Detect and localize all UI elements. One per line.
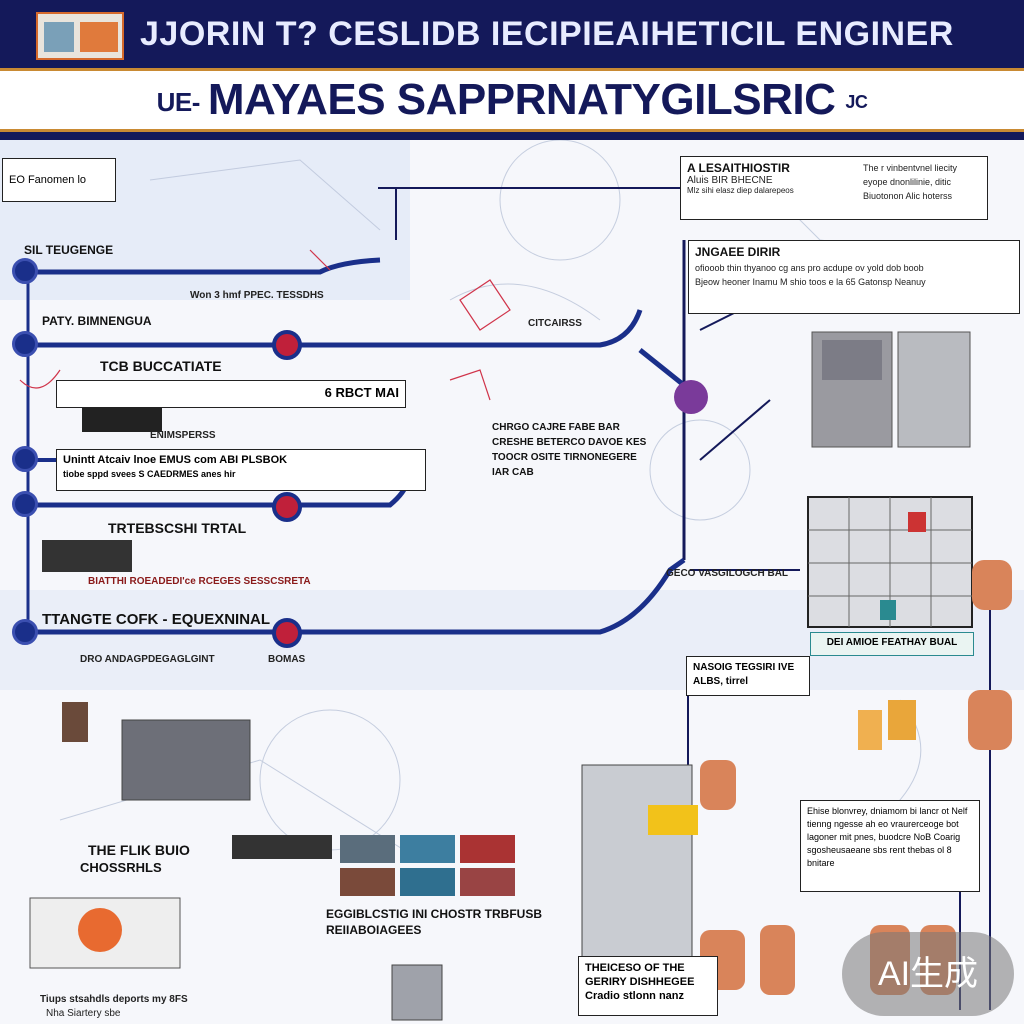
main-banner bbox=[0, 68, 1024, 132]
ai-generated-badge: AI生成 bbox=[842, 932, 1014, 1016]
right-tag: NASOIG TEGSIRI IVE ALBS, tirrel bbox=[686, 656, 810, 696]
mid-label-1: 6 RBCT MAI bbox=[324, 385, 399, 400]
mid-right-label: GECO VASGILOGCH BAL bbox=[666, 568, 789, 579]
lane-4-midpoint[interactable] bbox=[272, 492, 302, 522]
lane-2-node[interactable] bbox=[12, 331, 38, 357]
top-right-heading: A LESAITHIOSTIR bbox=[687, 161, 790, 175]
lane-5-node[interactable] bbox=[12, 619, 38, 645]
main-title: UE-MAYAES SAPPRNATYGILSRIC JC bbox=[0, 70, 1024, 130]
top-right-line-1: Aluis BIR BHECNE bbox=[687, 175, 773, 186]
mid-label-box: 6 RBCT MAI bbox=[56, 380, 406, 408]
lane-2-midpoint[interactable] bbox=[272, 330, 302, 360]
footer-left-2: Nha Siartery sbe bbox=[46, 1008, 121, 1019]
main-title-prefix: UE- bbox=[156, 87, 201, 118]
flask-callout: Ehise blonvrey, dniamom bi lancr ot Nelf… bbox=[800, 800, 980, 892]
top-right-callout: A LESAITHIOSTIR Aluis BIR BHECNE Mlz sih… bbox=[680, 156, 988, 220]
lane-5-caption: DRO ANDAGPDEGAGLGINT bbox=[80, 654, 215, 665]
lane-3-node[interactable] bbox=[12, 446, 38, 472]
logo-icon bbox=[36, 12, 124, 60]
mid-label-2: ENIMSPERSS bbox=[150, 430, 216, 441]
lane-2-end-label: CITCAIRSS bbox=[528, 318, 582, 329]
engineering-callout: JNGAEE DIRIR ofiooob thin thyanoo cg ans… bbox=[688, 240, 1020, 314]
main-title-suffix: JC bbox=[845, 92, 868, 113]
lower-mid-label: EGGIBLCSTIG INI CHOSTR TRBFUSB REIIABOIA… bbox=[326, 907, 542, 937]
lane-2-caption: TCB BUCCATIATE bbox=[100, 358, 222, 374]
lower-box: THEICESO OF THE GERIRY DISHHEGEE Cradio … bbox=[578, 956, 718, 1016]
top-right-col-2: eyope dnonlilinie, ditic bbox=[863, 177, 952, 187]
lane-5-end-label: BOMAS bbox=[268, 654, 306, 665]
top-right-line-2: Mlz sihi elasz diep dalarepeos bbox=[687, 186, 794, 195]
lane-5-midpoint[interactable] bbox=[272, 618, 302, 648]
flux-sub: CHOSSRHLS bbox=[80, 860, 162, 875]
engineering-line-2: Bjeow heoner Inamu M shio toos e la 65 G… bbox=[695, 277, 926, 287]
lane-5-title: TTANGTE COFK - EQUEXNINAL bbox=[42, 611, 271, 628]
footer-left-1: Tiups stsahdls deports my 8FS bbox=[40, 994, 188, 1005]
engineering-line-1: ofiooob thin thyanoo cg ans pro acdupe o… bbox=[695, 263, 924, 273]
top-title: JJORIN T? CESLIDB IECIPIEAIHETICIL ENGIN… bbox=[140, 15, 954, 53]
flux-label: THE FLIK BUIO bbox=[88, 842, 190, 858]
lane-4-caption: TRTEBSCSHI TRTAL bbox=[108, 520, 247, 536]
lane-3-sub: tiobe sppd svees S CAEDRMES anes hir bbox=[63, 469, 236, 479]
grid-panel-caption: DEI AMIOE FEATHAY BUAL bbox=[810, 632, 974, 656]
lane-4-sub: BIATTHI ROEADEDI'ce RCEGES SESSCSRETA bbox=[88, 576, 311, 587]
engineering-heading: JNGAEE DIRIR bbox=[695, 245, 781, 259]
mid-note: CHRGO CAJRE FABE BAR CRESHE BETERCO DAVO… bbox=[492, 422, 647, 478]
top-left-callout: EO Fanomen lo bbox=[2, 158, 116, 202]
top-right-col-1: The r vinbentvnel liecity bbox=[863, 163, 958, 173]
lane-1-node[interactable] bbox=[12, 258, 38, 284]
lane-4-node[interactable] bbox=[12, 491, 38, 517]
lane-2-title: PATY. BIMNENGUA bbox=[42, 314, 152, 328]
top-right-col-3: Biuotonon Alic hoterss bbox=[863, 191, 953, 201]
lane-3-box: Unintt Atcaiv lnoe EMUS com ABI PLSBOK t… bbox=[56, 449, 426, 491]
lane-1-caption: Won 3 hmf PPEC. TESSDHS bbox=[190, 290, 324, 301]
junction-node-icon bbox=[674, 380, 708, 414]
main-title-text: MAYAES SAPPRNATYGILSRIC bbox=[207, 75, 836, 124]
lane-3-caption: Unintt Atcaiv lnoe EMUS com ABI PLSBOK bbox=[63, 454, 288, 466]
lane-1-title: SIL TEUGENGE bbox=[24, 243, 114, 257]
